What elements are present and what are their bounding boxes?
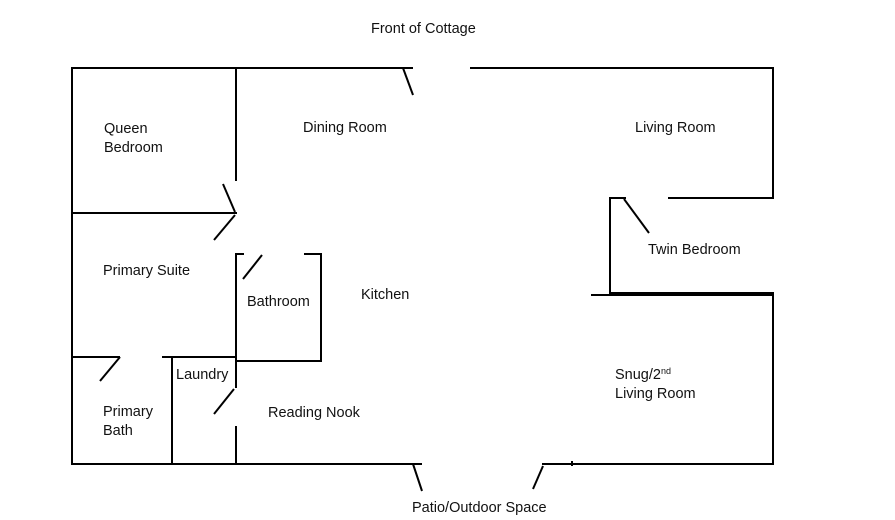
primary-bath-label-line1: Primary	[103, 404, 153, 420]
living-room-label: Living Room	[635, 120, 716, 136]
primary-suite-label: Primary Suite	[103, 263, 191, 279]
front-door	[402, 67, 414, 96]
snug-label-line2: Living Room	[615, 386, 696, 402]
queen-bedroom-label: Queen Bedroom	[104, 120, 163, 158]
primary-bath-label-line2: Bath	[103, 423, 133, 439]
laundry-label: Laundry	[176, 367, 229, 383]
snug-label-sup: nd	[660, 366, 671, 376]
kitchen-label: Kitchen	[361, 287, 410, 303]
patio-door-right	[532, 465, 544, 490]
primary-bath-label: Primary Bath	[103, 403, 153, 441]
snug-label-main: Snug/2	[615, 367, 661, 383]
bathroom-label: Bathroom	[247, 294, 310, 310]
snug-label-line1: Snug/2nd	[615, 366, 696, 385]
patio-door-left	[412, 463, 423, 492]
queen-bedroom-label-line2: Bedroom	[104, 140, 163, 156]
interior-walls	[71, 67, 774, 466]
queen-bedroom-door	[222, 183, 236, 213]
outer-walls	[71, 67, 774, 465]
bathroom-door	[242, 254, 263, 280]
front-of-cottage-label: Front of Cottage	[371, 21, 476, 37]
queen-bedroom-label-line1: Queen	[104, 121, 148, 137]
twin-bedroom-label: Twin Bedroom	[648, 242, 741, 258]
doors	[99, 67, 650, 492]
reading-nook-label: Reading Nook	[268, 405, 360, 421]
twin-bedroom-door	[623, 198, 650, 234]
patio-label: Patio/Outdoor Space	[412, 500, 547, 516]
primary-bath-door	[99, 356, 121, 382]
snug-label: Snug/2nd Living Room	[615, 366, 696, 404]
dining-room-label: Dining Room	[303, 120, 387, 136]
primary-suite-door	[213, 214, 236, 241]
laundry-door	[213, 388, 235, 415]
